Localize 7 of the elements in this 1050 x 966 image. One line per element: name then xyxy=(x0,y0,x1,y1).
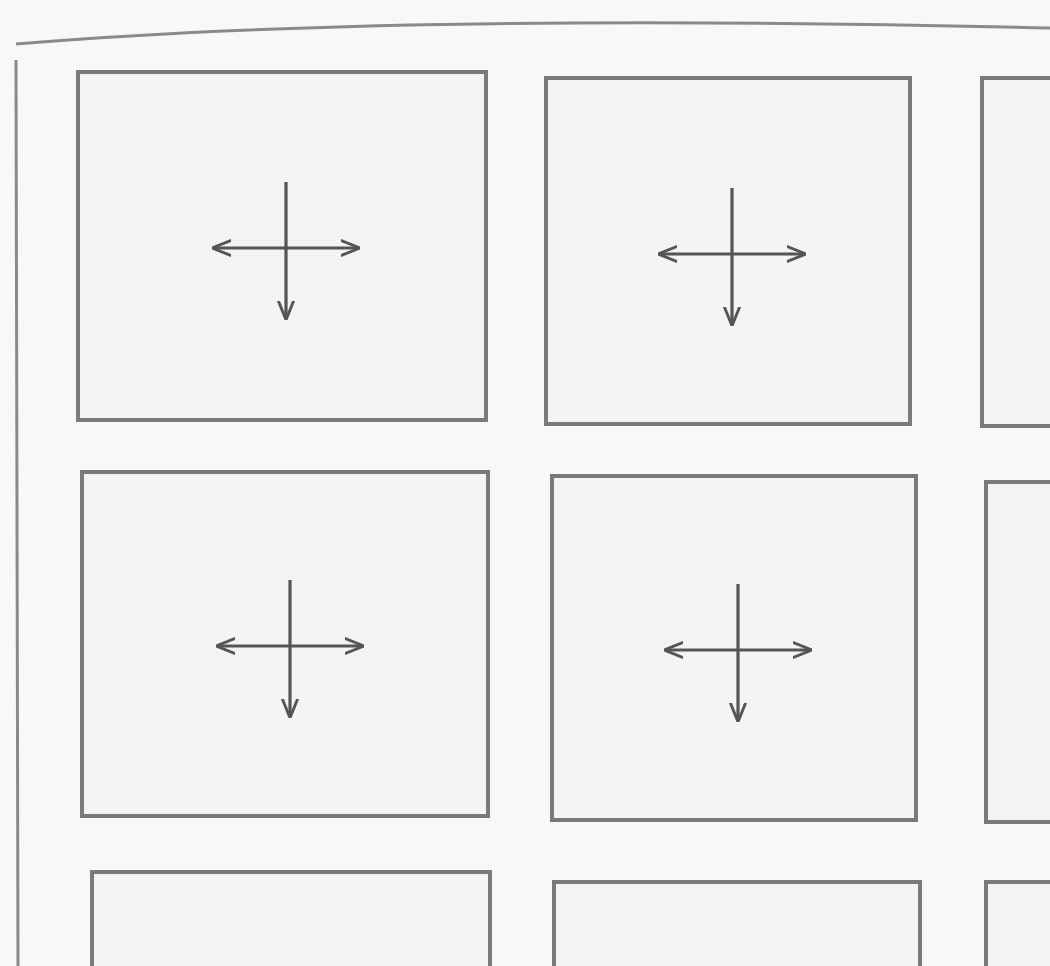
empty-panel xyxy=(80,470,490,818)
empty-panel xyxy=(544,76,912,426)
empty-panel xyxy=(90,870,492,966)
empty-panel xyxy=(550,474,918,822)
empty-panel xyxy=(76,70,488,422)
empty-panel xyxy=(980,76,1050,428)
empty-panel xyxy=(552,880,922,966)
